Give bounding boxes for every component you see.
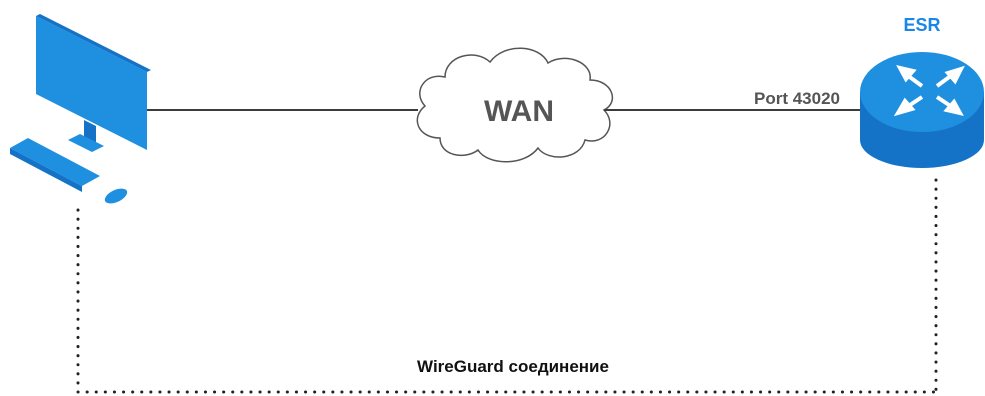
router-label: ESR bbox=[903, 15, 940, 35]
keyboard bbox=[10, 138, 100, 186]
router-arrows bbox=[893, 65, 965, 117]
wan-label: WAN bbox=[484, 95, 554, 128]
router-icon bbox=[860, 52, 984, 168]
router-top bbox=[860, 52, 984, 132]
tunnel-label: WireGuard соединение bbox=[417, 357, 609, 376]
cloud-icon: WAN bbox=[416, 47, 614, 163]
desktop-computer-icon bbox=[10, 14, 151, 204]
monitor-screen bbox=[36, 16, 147, 150]
keyboard-edge bbox=[10, 148, 82, 192]
monitor-base bbox=[68, 134, 104, 152]
cloud-shape bbox=[416, 47, 614, 163]
monitor-edge bbox=[36, 14, 151, 72]
wireguard-tunnel bbox=[76, 178, 938, 394]
mouse bbox=[104, 188, 128, 204]
router-port-label: Port 43020 bbox=[754, 89, 840, 108]
